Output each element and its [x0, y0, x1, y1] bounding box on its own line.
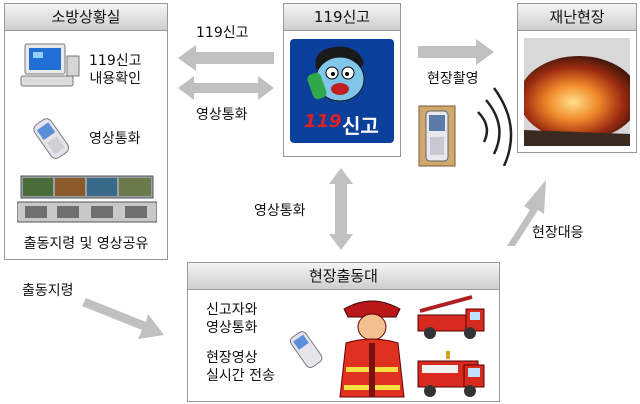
mobile-phone-icon: [33, 118, 69, 159]
dispatch-text2-line2: 실시간 전송: [206, 368, 275, 384]
control-item2-label: 영상통화: [89, 131, 141, 147]
caller-face-icon: [307, 46, 365, 102]
arrow-label-video-call-mid: 영상통화: [254, 203, 306, 219]
arrow-filming: [418, 39, 494, 65]
control-item3-label: 출동지령 및 영상공유: [23, 236, 149, 252]
arrow-video-call-mid: [329, 168, 353, 250]
mobile-phone-icon: [289, 331, 323, 369]
report-title: 119신고: [284, 4, 400, 31]
badge-text: 신고: [342, 114, 379, 138]
badge-number: 119: [304, 111, 342, 132]
control-item1-line1: 119신고: [89, 53, 142, 69]
dispatch-text1-line1: 신고자와: [206, 302, 258, 318]
report-box: 119신고 119 신고: [283, 3, 401, 157]
scene-title: 재난현장: [518, 4, 636, 31]
arrow-label-report: 119신고: [196, 25, 249, 41]
fire-truck-icon: [417, 295, 485, 339]
dispatch-text1-line2: 영상통화: [206, 320, 258, 336]
scene-box: 재난현장: [517, 3, 637, 153]
monitor-wall-icon: [17, 175, 157, 223]
arrow-label-video-call-top: 영상통화: [196, 107, 248, 123]
arrow-response: [507, 180, 546, 246]
computer-icon: [20, 43, 80, 87]
control-room-title: 소방상황실: [5, 4, 167, 31]
arrow-label-response: 현장대응: [532, 225, 584, 241]
arrow-order: [82, 298, 164, 339]
fire-engine-icon: [417, 351, 485, 397]
arrow-report-to-control: [178, 45, 274, 71]
dispatch-text2-line1: 현장영상: [206, 350, 258, 366]
arrow-video-call-top: [178, 76, 274, 100]
dispatch-box: 현장출동대 신고자와 영상통화 현장영상 실시간 전송: [187, 262, 500, 402]
control-room-box: 소방상황실 119신고 내용확인 영상통화 출동지령 및 영상공유: [4, 3, 168, 260]
arrow-label-filming: 현장촬영: [427, 71, 479, 87]
camera-phone-icon: [418, 105, 456, 167]
report-badge: 119 신고: [290, 39, 394, 143]
firefighter-icon: [339, 300, 405, 398]
fire-scene-image: [524, 38, 630, 146]
signal-waves-icon: [477, 87, 513, 166]
dispatch-title: 현장출동대: [188, 263, 499, 290]
arrow-label-order: 출동지령: [22, 283, 74, 299]
control-item1-line2: 내용확인: [89, 71, 141, 87]
